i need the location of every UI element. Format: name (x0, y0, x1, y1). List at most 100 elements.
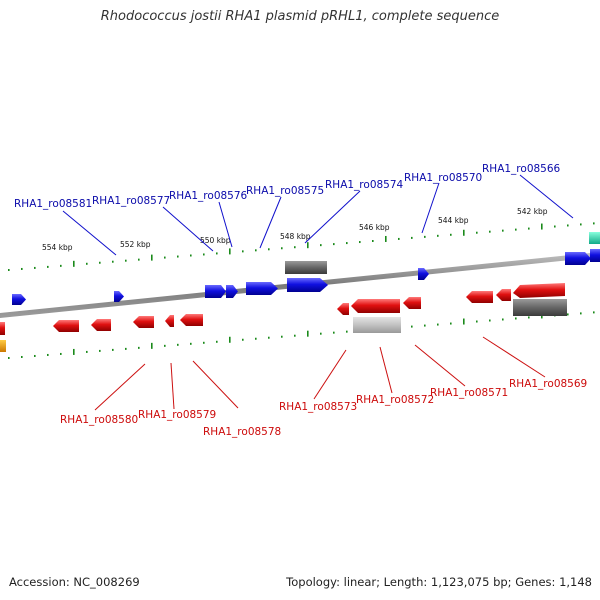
scale-minor-tick (333, 331, 335, 334)
scale-minor-tick (255, 249, 257, 252)
map-title: Rhodococcus jostii RHA1 plasmid pRHL1, c… (100, 9, 500, 24)
gene-label-RHA1_ro08566[interactable]: RHA1_ro08566 (482, 163, 561, 175)
scale-minor-tick (242, 338, 244, 341)
scale-minor-tick (216, 340, 218, 343)
gene-reverse[interactable] (466, 291, 493, 303)
gene-forward[interactable] (12, 294, 26, 305)
gene-label-RHA1_ro08571[interactable]: RHA1_ro08571 (430, 387, 508, 399)
scale-minor-tick (502, 229, 504, 232)
gene-label-RHA1_ro08575[interactable]: RHA1_ro08575 (246, 185, 324, 197)
bottom-label-leaders (94, 336, 546, 411)
scale-minor-tick (138, 346, 140, 349)
gene-forward[interactable] (205, 285, 226, 298)
gene-forward[interactable] (114, 291, 124, 302)
rna-feature-gray[interactable] (285, 261, 327, 274)
gene-forward[interactable] (226, 285, 238, 298)
scale-minor-tick (450, 233, 452, 236)
gene-label-RHA1_ro08577[interactable]: RHA1_ro08577 (92, 195, 170, 207)
scale-minor-tick (86, 262, 88, 265)
gene-reverse[interactable] (351, 299, 400, 313)
forward-strand-genes (12, 249, 600, 305)
scale-minor-tick (99, 349, 101, 352)
gene-reverse[interactable] (165, 315, 174, 327)
rna-feature-gray[interactable] (513, 299, 567, 316)
scale-major-tick (151, 254, 153, 261)
gene-accent-orange[interactable] (0, 340, 6, 352)
scale-minor-tick (99, 261, 101, 264)
gene-label-RHA1_ro08573[interactable]: RHA1_ro08573 (279, 401, 357, 413)
scale-minor-tick (294, 246, 296, 249)
scale-minor-tick (593, 222, 595, 225)
gene-reverse[interactable] (496, 289, 511, 301)
upper-scale-track (8, 222, 595, 271)
scale-major-tick (229, 248, 231, 255)
scale-major-tick (229, 336, 231, 343)
scale-major-tick (151, 342, 153, 349)
gene-reverse[interactable] (133, 316, 154, 328)
gene-label-RHA1_ro08574[interactable]: RHA1_ro08574 (325, 179, 404, 191)
gene-label-RHA1_ro08569[interactable]: RHA1_ro08569 (509, 378, 587, 390)
gene-label-RHA1_ro08580[interactable]: RHA1_ro08580 (60, 414, 138, 426)
gene-forward[interactable] (418, 268, 429, 280)
scale-minor-tick (424, 235, 426, 238)
accession-text: Accession: NC_008269 (9, 575, 140, 589)
scale-minor-tick (346, 330, 348, 333)
scale-minor-tick (411, 236, 413, 239)
scale-minor-tick (567, 313, 569, 316)
scale-minor-tick (112, 260, 114, 263)
scale-minor-tick (164, 344, 166, 347)
scale-minor-tick (567, 224, 569, 227)
gene-label-RHA1_ro08578[interactable]: RHA1_ro08578 (203, 426, 281, 438)
scale-minor-tick (47, 265, 49, 268)
scale-minor-tick (125, 347, 127, 350)
scale-minor-tick (554, 225, 556, 228)
scale-minor-tick (281, 247, 283, 250)
bottom-gene-labels: RHA1_ro08580 RHA1_ro08579 RHA1_ro08578 R… (60, 378, 587, 438)
gene-label-RHA1_ro08581[interactable]: RHA1_ro08581 (14, 198, 92, 210)
gene-forward[interactable] (590, 249, 600, 262)
scale-minor-tick (190, 254, 192, 257)
scale-minor-tick (333, 243, 335, 246)
top-gene-labels: RHA1_ro08581 RHA1_ro08577 RHA1_ro08576 R… (14, 163, 561, 210)
gene-forward[interactable] (287, 278, 328, 292)
scale-minor-tick (437, 323, 439, 326)
gene-reverse[interactable] (91, 319, 111, 331)
scale-minor-tick (515, 317, 517, 320)
scale-minor-tick (34, 266, 36, 269)
gene-reverse[interactable] (53, 320, 79, 332)
gene-accent-teal[interactable] (589, 232, 600, 244)
scale-minor-tick (359, 241, 361, 244)
gene-reverse[interactable] (337, 303, 349, 315)
scale-minor-tick (411, 325, 413, 328)
scale-minor-tick (203, 253, 205, 256)
scale-minor-tick (580, 312, 582, 315)
top-label-leaders (62, 174, 574, 256)
scale-minor-tick (34, 354, 36, 357)
scale-minor-tick (450, 322, 452, 325)
scale-minor-tick (164, 256, 166, 259)
scale-major-tick (73, 348, 75, 355)
gene-label-RHA1_ro08579[interactable]: RHA1_ro08579 (138, 409, 216, 421)
scale-minor-tick (60, 352, 62, 355)
scale-minor-tick (593, 311, 595, 314)
gene-reverse[interactable] (0, 322, 5, 335)
scale-minor-tick (21, 267, 23, 270)
scale-minor-tick (424, 324, 426, 327)
scale-minor-tick (528, 316, 530, 319)
gene-forward[interactable] (246, 282, 278, 295)
gene-label-RHA1_ro08572[interactable]: RHA1_ro08572 (356, 394, 434, 406)
rna-feature-light[interactable] (353, 317, 401, 333)
gene-reverse[interactable] (513, 283, 565, 298)
scale-major-tick (385, 235, 387, 242)
gene-reverse[interactable] (403, 297, 421, 309)
gene-forward[interactable] (565, 252, 591, 265)
gene-reverse[interactable] (180, 314, 203, 326)
gene-label-RHA1_ro08576[interactable]: RHA1_ro08576 (169, 190, 248, 202)
gene-label-RHA1_ro08570[interactable]: RHA1_ro08570 (404, 172, 482, 184)
topology-summary-text: Topology: linear; Length: 1,123,075 bp; … (286, 575, 592, 589)
scale-minor-tick (255, 337, 257, 340)
scale-minor-tick (8, 357, 10, 359)
scale-minor-tick (125, 259, 127, 262)
scale-major-tick (307, 330, 309, 337)
